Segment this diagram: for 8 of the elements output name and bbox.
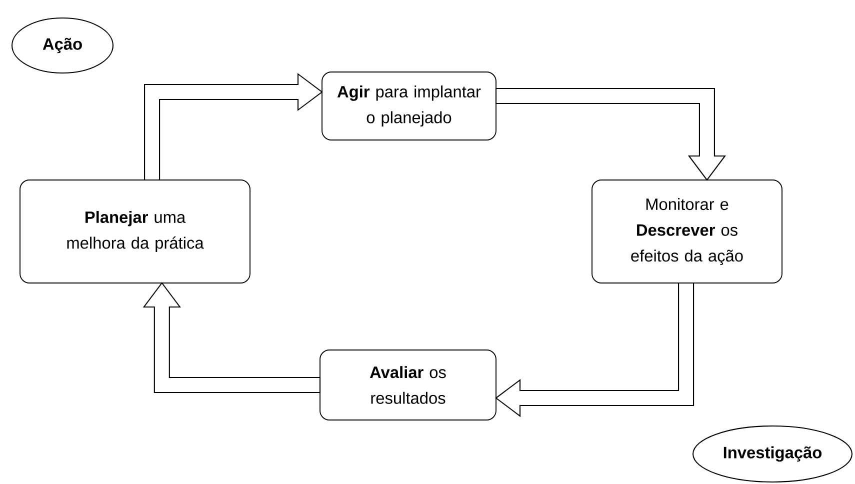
block-arrow — [495, 282, 694, 418]
process-box: Agir para implantar o planejado — [322, 72, 496, 140]
block-arrow — [144, 72, 323, 181]
process-box: Avaliar os resultados — [320, 350, 496, 420]
process-box: Monitorar e Descrever os efeitos da ação — [592, 180, 782, 284]
process-box: Planejar uma melhora da prática — [20, 180, 250, 284]
block-arrow — [495, 88, 726, 181]
block-arrow — [142, 282, 321, 394]
